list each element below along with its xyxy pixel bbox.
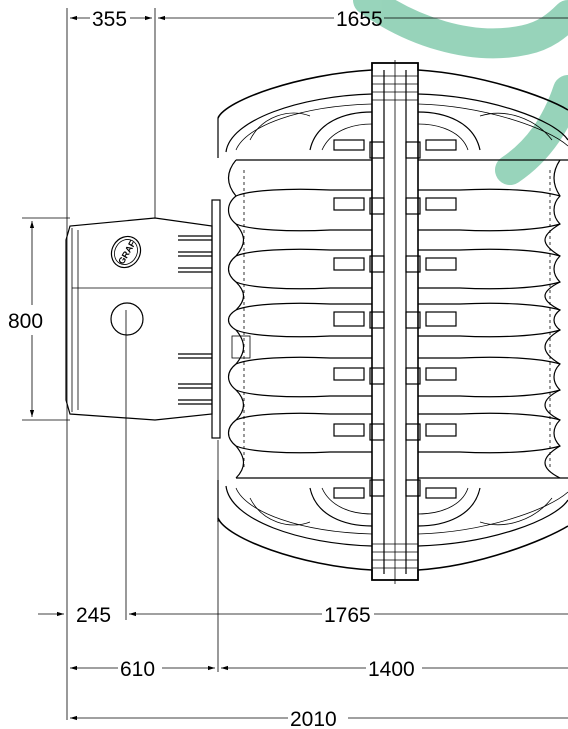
tank-body: [217, 60, 568, 584]
dim-bottom-245: 245: [76, 604, 111, 627]
dim-height: 800: [8, 310, 43, 333]
dim-bottom-1765: 1765: [324, 604, 371, 627]
dim-bottom-610: 610: [120, 658, 155, 681]
dim-top-right: 1655: [336, 8, 383, 31]
dim-bottom-1400: 1400: [368, 658, 415, 681]
dome-shaft: GRAF: [65, 199, 251, 439]
inspection-circle: [110, 302, 144, 336]
graf-badge: GRAF: [110, 235, 142, 269]
dim-bottom-2010: 2010: [290, 708, 337, 729]
extension-lines: [22, 8, 219, 720]
dimension-lines: [29, 15, 568, 721]
watermark-logo: [353, 0, 568, 185]
dim-top-left: 355: [92, 8, 127, 31]
